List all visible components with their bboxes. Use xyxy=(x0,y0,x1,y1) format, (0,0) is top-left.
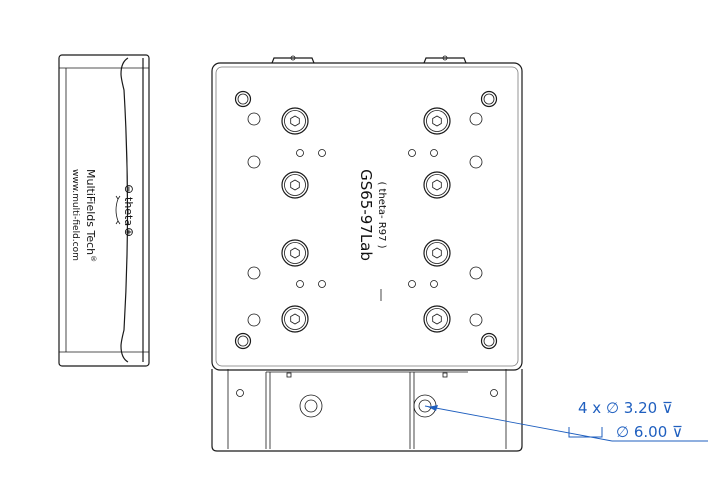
base-small-hole-right xyxy=(490,389,498,397)
brand-text: MultiFields Tech xyxy=(84,169,97,255)
mounting-hole-inner xyxy=(483,93,495,105)
screw-head-ring xyxy=(284,242,306,264)
dimension-callout: 4 x ∅ 3.20 ⊽ ∅ 6.00 ⊽ xyxy=(424,399,708,442)
hex-socket-screw-icon xyxy=(423,239,451,267)
hex-socket-icon xyxy=(432,313,442,325)
screw-head-ring xyxy=(284,174,306,196)
mounting-hole-inner xyxy=(483,335,495,347)
hex-socket-icon xyxy=(432,115,442,127)
mounting-hole-inner xyxy=(237,335,249,347)
base-tick-1 xyxy=(286,372,292,378)
screw-head-ring xyxy=(426,242,448,264)
rotation-indicator: ⊖ theta ⊕ xyxy=(122,184,136,237)
base-hole-right xyxy=(418,399,432,413)
mounting-hole-icon xyxy=(247,266,261,280)
hex-socket-screw-icon xyxy=(423,107,451,135)
hex-socket-icon xyxy=(432,179,442,191)
svg-text:MultiFields Tech®: MultiFields Tech® xyxy=(84,169,97,262)
top-view: GS65-97Lab ( theta- R97 ) xyxy=(211,55,523,452)
mounting-hole-icon xyxy=(247,155,261,169)
base-hole-left xyxy=(304,399,318,413)
side-view-body xyxy=(58,54,150,367)
rotation-arc-icon xyxy=(115,198,119,222)
top-tab-right xyxy=(423,57,467,64)
mounting-hole-icon xyxy=(469,313,483,327)
mounting-hole-icon xyxy=(408,280,416,288)
mounting-hole-icon xyxy=(480,90,498,108)
mounting-hole-icon xyxy=(318,149,326,157)
base-counterbore-left xyxy=(299,394,323,418)
screw-head-ring xyxy=(426,110,448,132)
model-subtitle: ( theta- R97 ) xyxy=(376,181,387,248)
stage-plate-inner xyxy=(215,66,519,367)
rotation-label: theta xyxy=(122,197,135,226)
dimension-line-1: 4 x ∅ 3.20 ⊽ xyxy=(578,399,673,417)
dimension-line-2: ∅ 6.00 ⊽ xyxy=(616,423,683,441)
mounting-hole-icon xyxy=(318,280,326,288)
mounting-hole-icon xyxy=(296,280,304,288)
model-label: GS65-97Lab xyxy=(357,169,375,261)
website-text: www.multi-field.com xyxy=(70,169,80,261)
mounting-hole-icon xyxy=(480,332,498,350)
hex-socket-screw-icon xyxy=(423,305,451,333)
mounting-hole-icon xyxy=(234,90,252,108)
mounting-hole-icon xyxy=(408,149,416,157)
hex-socket-icon xyxy=(290,247,300,259)
leader-line xyxy=(424,405,613,442)
top-tab-left-hole xyxy=(290,55,296,61)
stage-plate xyxy=(211,62,523,371)
hex-socket-icon xyxy=(290,313,300,325)
minus-rotation-icon: ⊖ xyxy=(122,184,136,194)
mounting-hole-icon xyxy=(247,112,261,126)
mounting-hole-icon xyxy=(296,149,304,157)
rotation-arrow-down-icon xyxy=(115,220,121,225)
mounting-hole-icon xyxy=(430,280,438,288)
side-view-curve xyxy=(120,57,129,363)
top-tab-left xyxy=(271,57,315,64)
plate-features xyxy=(234,90,498,350)
side-view: MultiFields Tech® www.multi-field.com ⊖ … xyxy=(58,54,150,367)
hex-socket-icon xyxy=(432,247,442,259)
leader-arrow-icon xyxy=(428,405,438,411)
side-view-brand-group: MultiFields Tech® www.multi-field.com xyxy=(70,169,97,262)
hex-socket-screw-icon xyxy=(281,107,309,135)
hex-socket-icon xyxy=(290,115,300,127)
screw-head-ring xyxy=(284,110,306,132)
counterbore-symbol-icon xyxy=(568,427,603,438)
hex-socket-icon xyxy=(290,179,300,191)
mounting-hole-icon xyxy=(469,155,483,169)
base-small-hole-left xyxy=(236,389,244,397)
registered-mark: ® xyxy=(89,255,97,262)
hex-socket-screw-icon xyxy=(281,305,309,333)
mounting-hole-icon xyxy=(430,149,438,157)
hex-socket-screw-icon xyxy=(281,239,309,267)
mounting-hole-icon xyxy=(469,112,483,126)
base-tick-2 xyxy=(442,372,448,378)
mounting-hole-icon xyxy=(247,313,261,327)
model-label-group: GS65-97Lab ( theta- R97 ) xyxy=(357,169,387,261)
top-tab-right-hole xyxy=(442,55,448,61)
hex-socket-screw-icon xyxy=(423,171,451,199)
rotation-arrow-up-icon xyxy=(115,195,121,200)
hex-socket-screw-icon xyxy=(281,171,309,199)
screw-head-ring xyxy=(426,174,448,196)
mounting-hole-icon xyxy=(469,266,483,280)
base-block-outline xyxy=(211,369,523,452)
mounting-hole-inner xyxy=(237,93,249,105)
mounting-hole-icon xyxy=(234,332,252,350)
screw-head-ring xyxy=(426,308,448,330)
screw-head-ring xyxy=(284,308,306,330)
plus-rotation-icon: ⊕ xyxy=(122,227,136,237)
